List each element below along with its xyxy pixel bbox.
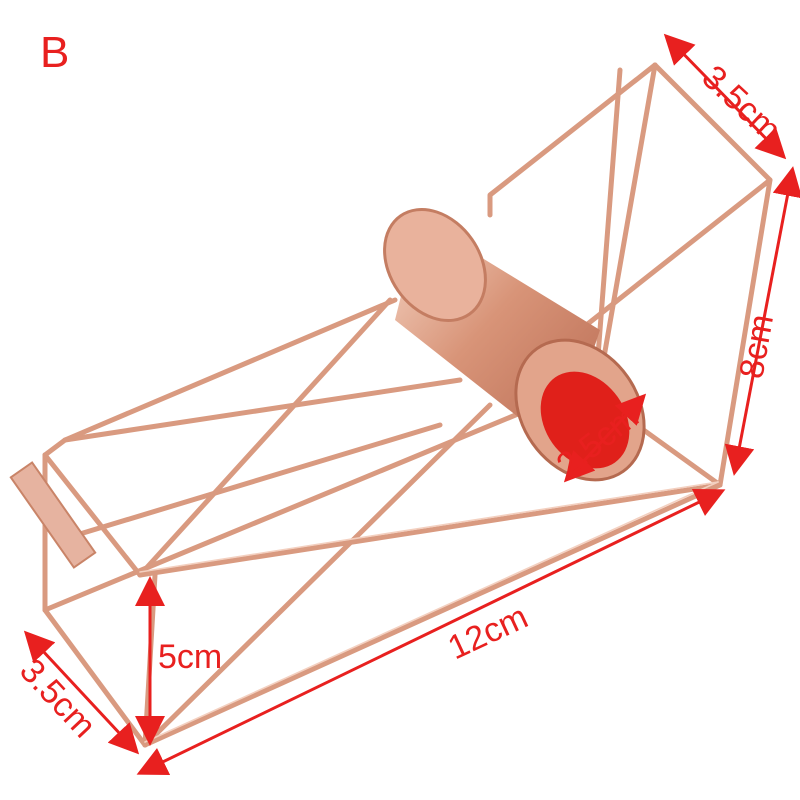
dim-height-front: 5cm (158, 638, 222, 676)
dim-length: 12cm (442, 598, 533, 668)
dim-top-depth: 3.5cm (695, 58, 789, 149)
dim-arrow-core (563, 393, 647, 483)
wire-frame (9, 62, 773, 748)
dim-arrow-height-back (724, 166, 800, 476)
dim-arrow-bottom-depth (23, 630, 140, 755)
cutter-blade (9, 461, 97, 569)
variant-label: B (40, 28, 69, 77)
dimension-annotations: 3.5cm 8cm 2.5cm 12cm 5cm 3.5cm (12, 33, 800, 776)
dim-height-back: 8cm (732, 312, 781, 382)
dim-arrow-length (136, 488, 726, 776)
dim-arrow-top-depth (663, 33, 787, 160)
